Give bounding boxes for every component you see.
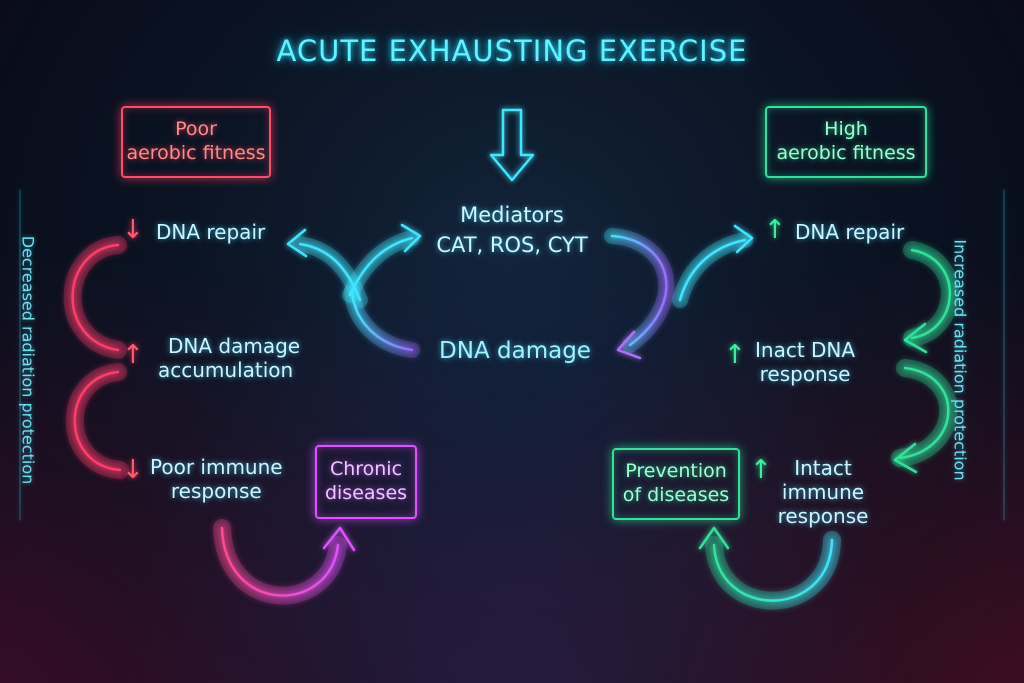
poor-immune-line1: Poor immune <box>150 455 283 479</box>
inact-dna-line2: response <box>759 362 851 386</box>
dna-repair-up-icon: ↑ <box>764 215 786 245</box>
high-fitness-line1: High <box>824 118 868 141</box>
right-green-curve-2 <box>891 359 958 467</box>
poor-fitness-line2: aerobic fitness <box>126 142 266 164</box>
right-dna-repair-label: DNA repair <box>795 220 905 244</box>
poor-fitness-line1: Poor <box>175 118 217 141</box>
chronic-line2: diseases <box>324 482 408 504</box>
left-bottom-u-arrow <box>213 519 347 605</box>
center-dna-damage-label: DNA damage <box>439 338 591 364</box>
chronic-line1: Chronic <box>329 458 403 481</box>
increased-radiation-protection-label: Increased radiation protection <box>950 239 970 481</box>
poor-immune-line2: response <box>170 479 262 503</box>
poor-aerobic-fitness-box: Poor aerobic fitness <box>121 106 271 178</box>
chronic-diseases-box: Chronic diseases <box>315 445 417 519</box>
poor-immune-response-label: Poor immune response <box>150 455 283 503</box>
high-fitness-line2: aerobic fitness <box>776 142 916 164</box>
right-green-curve-1 <box>903 241 959 347</box>
left-red-curve-2 <box>65 363 129 479</box>
inact-dna-response-label: Inact DNA response <box>755 338 855 386</box>
high-aerobic-fitness-box: High aerobic fitness <box>765 106 927 178</box>
mediators-list-label: CAT, ROS, CYT <box>436 233 588 257</box>
intact-immune-response-label: Intact immune response <box>768 456 878 528</box>
intact-immune-line1: Intact <box>794 456 852 480</box>
dna-repair-down-icon: ↓ <box>122 215 144 245</box>
diagram-title: ACUTE EXHAUSTING EXERCISE <box>276 34 748 68</box>
decreased-radiation-protection-label: Decreased radiation protection <box>18 235 38 485</box>
central-down-arrow <box>489 108 535 182</box>
left-red-curve-1 <box>63 236 127 359</box>
prevention-line1: Prevention <box>625 460 727 483</box>
dna-response-up-icon: ↑ <box>724 340 746 370</box>
dna-damage-accumulation-label: DNA damage accumulation <box>158 334 300 382</box>
prevention-of-diseases-box: Prevention of diseases <box>612 448 740 520</box>
left-dna-repair-label: DNA repair <box>156 220 266 244</box>
immune-down-icon: ↓ <box>122 455 144 485</box>
mediators-label: Mediators <box>460 203 564 227</box>
dna-damage-up-icon: ↑ <box>122 340 144 370</box>
inact-dna-line1: Inact DNA <box>755 338 856 362</box>
dna-damage-accumulation-line2: accumulation <box>158 358 294 382</box>
intact-immune-line2: immune <box>781 480 865 504</box>
dna-damage-accumulation-line1: DNA damage <box>168 334 301 358</box>
right-bottom-u-arrow <box>705 531 841 610</box>
to-right-repair-arrow <box>672 232 753 308</box>
prevention-line2: of diseases <box>622 484 730 506</box>
immune-up-icon: ↑ <box>750 455 772 485</box>
left-to-mediators-arrow <box>342 230 420 303</box>
mediators-to-damage-arrow <box>604 228 675 353</box>
intact-immune-line3: response <box>777 504 869 528</box>
